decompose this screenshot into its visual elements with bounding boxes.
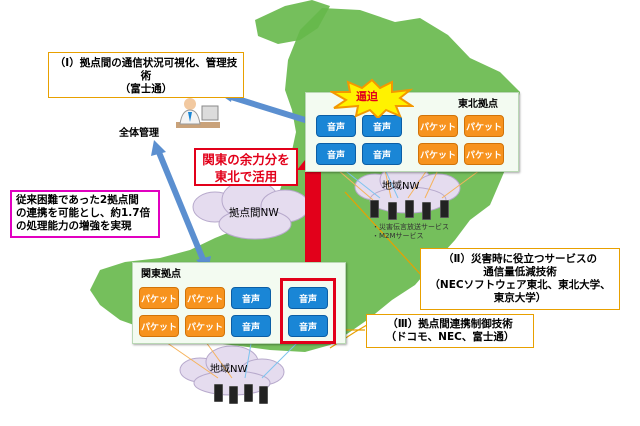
callout-2-line-1: （Ⅱ）災害時に役立つサービスの — [443, 253, 597, 265]
cloud-icon-backbone — [192, 179, 310, 240]
regional-nw-tohoku-label: 地域NW — [382, 181, 420, 192]
mobile-device-icon — [440, 200, 449, 218]
mobile-device-icon — [229, 386, 238, 404]
mobile-device-icon — [214, 384, 223, 402]
improvement-line-3: の処理能力の増強を実現 — [16, 220, 132, 232]
kanto-voice-tile-1: 音声 — [231, 287, 271, 309]
callout-1-line-3: （富士通） — [119, 83, 173, 95]
offload-message-box: 関東の余力分を 東北で活用 — [194, 148, 298, 186]
mobile-device-icon — [422, 202, 431, 220]
congestion-label: 逼迫 — [356, 90, 378, 103]
tohoku-packet-tile-3: パケット — [418, 143, 458, 165]
regional-nw-kanto-label: 地域NW — [210, 364, 248, 375]
tohoku-voice-tile-4: 音声 — [362, 143, 402, 165]
overall-management-label: 全体管理 — [119, 128, 159, 139]
capacity-improvement-box: 従来困難であった2拠点間 の連携を可能とし、約1.7倍 の処理能力の増強を実現 — [10, 190, 160, 238]
burst-icon — [330, 78, 414, 118]
kanto-packet-tile-1: パケット — [139, 287, 179, 309]
kanto-spare-voice-tile-2: 音声 — [288, 315, 328, 337]
tohoku-voice-tile-1: 音声 — [316, 115, 356, 137]
improvement-line-1: 従来困難であった2拠点間 — [16, 194, 139, 206]
service-label-1: ・災害伝言放送サービス — [372, 223, 449, 231]
callout-1-line-1: （Ⅰ）拠点間の通信状況可視化、管理技 — [54, 57, 238, 69]
kanto-spare-voice-tile-1: 音声 — [288, 287, 328, 309]
tohoku-packet-tile-2: パケット — [464, 115, 504, 137]
callout-3-line-2: （ドコモ、NEC、富士通） — [385, 331, 515, 343]
tohoku-base-label: 東北拠点 — [458, 99, 498, 110]
tohoku-voice-tile-2: 音声 — [362, 115, 402, 137]
mobile-device-icon — [244, 384, 253, 402]
callout-3-line-1: （Ⅲ）拠点間連携制御技術 — [387, 318, 513, 330]
tohoku-packet-tile-4: パケット — [464, 143, 504, 165]
tohoku-packet-tile-1: パケット — [418, 115, 458, 137]
north-island-shape — [255, 0, 330, 44]
improvement-line-2: の連携を可能とし、約1.7倍 — [16, 207, 151, 219]
mobile-device-icon — [388, 202, 397, 220]
tohoku-voice-tile-3: 音声 — [316, 143, 356, 165]
kanto-packet-tile-4: パケット — [185, 315, 225, 337]
mobile-device-icon — [259, 386, 268, 404]
administrator-icon — [176, 98, 220, 128]
mobile-device-icon — [405, 200, 414, 218]
mobile-device-icon — [370, 200, 379, 218]
callout-traffic-reduction-tech: （Ⅱ）災害時に役立つサービスの 通信量低減技術 （NECソフトウェア東北、東北大… — [420, 248, 620, 310]
service-label-2: ・M2Mサービス — [372, 232, 424, 240]
callout-2-line-3: （NECソフトウェア東北、東北大学、 — [429, 279, 611, 291]
offload-line-1: 関東の余力分を — [202, 152, 290, 167]
offload-line-2: 東北で活用 — [214, 169, 278, 184]
kanto-base-label: 関東拠点 — [141, 269, 181, 280]
kanto-voice-tile-2: 音声 — [231, 315, 271, 337]
callout-visualization-tech: （Ⅰ）拠点間の通信状況可視化、管理技 術 （富士通） — [48, 52, 244, 98]
kanto-packet-tile-2: パケット — [185, 287, 225, 309]
callout-inter-base-control-tech: （Ⅲ）拠点間連携制御技術 （ドコモ、NEC、富士通） — [366, 314, 534, 348]
spare-capacity-group: 音声 音声 — [280, 278, 336, 344]
backbone-nw-label: 拠点間NW — [229, 207, 279, 219]
callout-1-line-2: 術 — [140, 70, 152, 82]
kanto-packet-tile-3: パケット — [139, 315, 179, 337]
callout-2-line-4: 東京大学） — [493, 292, 547, 304]
callout-2-line-2: 通信量低減技術 — [483, 266, 557, 278]
